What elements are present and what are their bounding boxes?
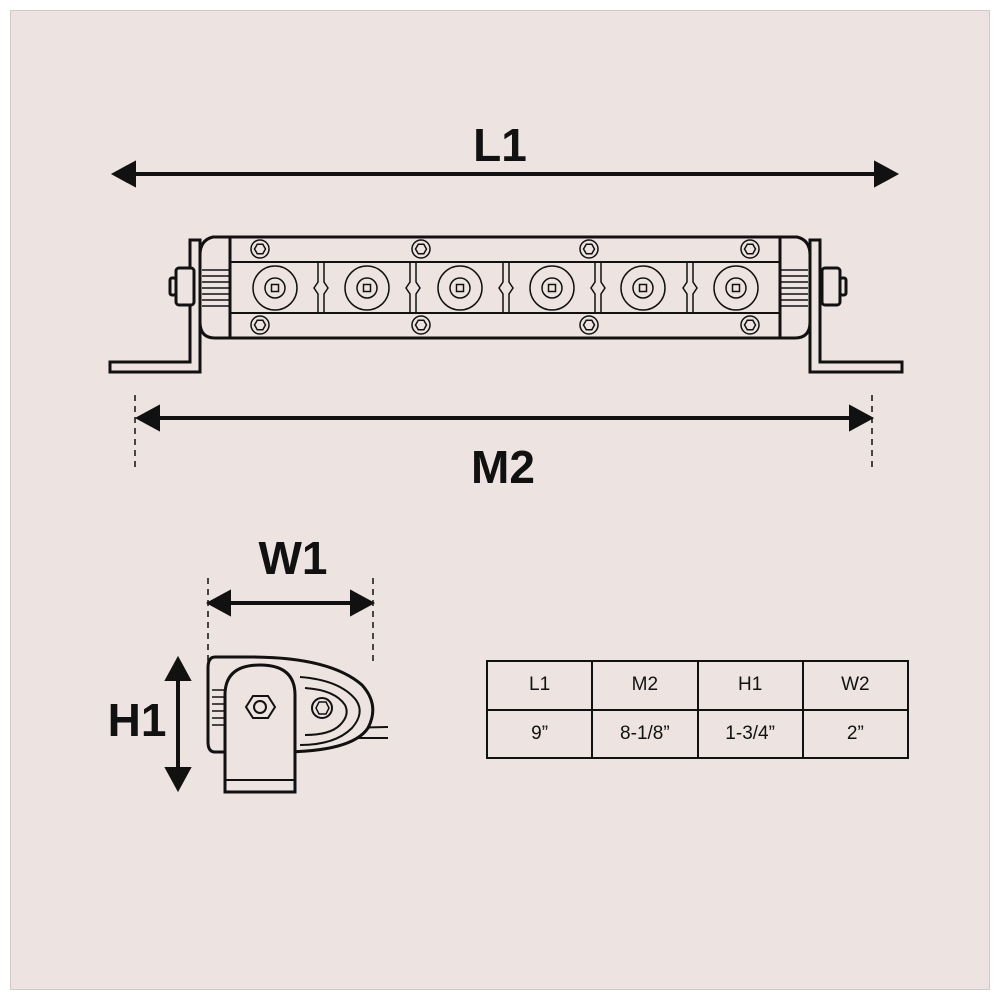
value-cell: 9”: [485, 708, 594, 759]
header-cell: H1: [696, 660, 804, 711]
bolt-icon: [250, 315, 270, 335]
dimensions-table: L1 M2 H1 W2 9” 8-1/8” 1-3/4” 2”: [485, 660, 910, 759]
value-cell: 2”: [801, 708, 910, 759]
led-lens-icon: [713, 265, 759, 311]
light-bar-side-view: [206, 655, 389, 794]
led-lens-icon: [252, 265, 298, 311]
lens-divider: [498, 262, 514, 313]
value-cell: 8-1/8”: [591, 708, 699, 759]
led-lens-icon: [620, 265, 666, 311]
l1-label: L1: [473, 119, 527, 171]
mounting-bracket-right: [808, 238, 904, 374]
m2-dimension-arrow: [134, 395, 875, 470]
bolt-icon: [740, 239, 760, 259]
bolt-icon: [411, 239, 431, 259]
h1-dimension-arrow: [164, 655, 192, 793]
bolt-icon: [740, 315, 760, 335]
table-row: 9” 8-1/8” 1-3/4” 2”: [485, 708, 910, 759]
lens-divider: [313, 262, 329, 313]
bolt-icon: [579, 239, 599, 259]
value-cell: 1-3/4”: [696, 708, 804, 759]
bolt-icon: [411, 315, 431, 335]
lens-divider: [405, 262, 421, 313]
table-header-row: L1 M2 H1 W2: [485, 660, 910, 711]
lens-divider: [590, 262, 606, 313]
header-cell: L1: [485, 660, 594, 711]
mounting-bracket-left: [108, 238, 202, 374]
led-lens-icon: [344, 265, 390, 311]
m2-label: M2: [471, 441, 535, 493]
bolt-icon: [250, 239, 270, 259]
w1-label: W1: [258, 532, 328, 584]
lens-divider: [682, 262, 698, 313]
l1-dimension-arrow: [110, 160, 900, 188]
h1-label: H1: [107, 694, 167, 746]
header-cell: M2: [591, 660, 699, 711]
bolt-icon: [579, 315, 599, 335]
led-lens-icon: [529, 265, 575, 311]
led-lens-icon: [437, 265, 483, 311]
w1-dimension-arrow: [205, 578, 376, 665]
header-cell: W2: [801, 660, 910, 711]
light-bar-body: [198, 235, 812, 340]
